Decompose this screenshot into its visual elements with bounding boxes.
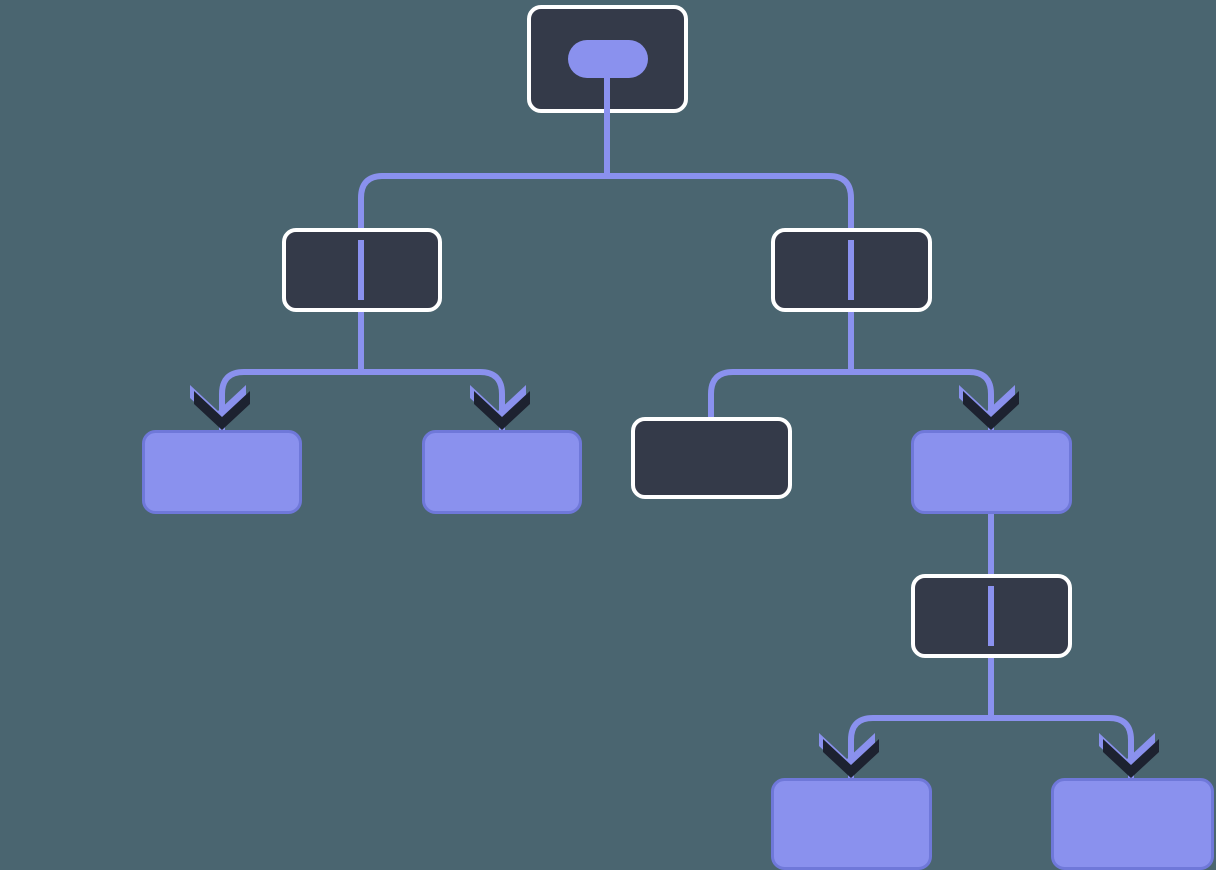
arrowhead-leaf2-body	[474, 391, 530, 430]
branch-node-purple-box[interactable]	[911, 430, 1072, 514]
leaf-node-2-box[interactable]	[422, 430, 582, 514]
edge-sub-to-leaf3[interactable]	[848, 658, 994, 778]
leaf-node-4[interactable]	[1051, 778, 1214, 870]
arrowhead-leaf1-body	[194, 391, 250, 430]
edges-layer	[219, 113, 1134, 778]
arrowhead-leaf4-body	[1103, 739, 1159, 778]
leaf-node-1-box[interactable]	[142, 430, 302, 514]
empty-dark-node[interactable]	[631, 417, 792, 499]
empty-dark-node-box[interactable]	[631, 417, 792, 499]
root-node-stem	[604, 78, 610, 113]
branch-node-right[interactable]	[771, 228, 932, 312]
root-node[interactable]	[527, 5, 688, 113]
sub-branch-node[interactable]	[911, 574, 1072, 658]
leaf-node-3[interactable]	[771, 778, 932, 870]
branch-node-right-inner-line	[848, 240, 854, 300]
arrowheads-layer	[190, 385, 1159, 778]
leaf-node-1[interactable]	[142, 430, 302, 514]
sub-branch-node-inner-line	[988, 586, 994, 646]
edge-left-to-leaf2[interactable]	[358, 312, 505, 430]
branch-node-purple[interactable]	[911, 430, 1072, 514]
branch-node-left[interactable]	[282, 228, 442, 312]
edge-root-to-right[interactable]	[604, 113, 854, 228]
arrowhead-leaf3[interactable]	[819, 733, 879, 778]
edge-left-to-leaf1[interactable]	[219, 312, 364, 430]
edge-root-to-left[interactable]	[358, 113, 610, 228]
arrowhead-purple-branch-body	[963, 391, 1019, 430]
arrowhead-leaf3-body	[823, 739, 879, 778]
leaf-node-2[interactable]	[422, 430, 582, 514]
arrowhead-leaf2[interactable]	[470, 385, 530, 430]
root-node-pill-badge	[568, 40, 648, 78]
edge-right-to-empty[interactable]	[708, 312, 854, 417]
arrowhead-purple-branch[interactable]	[959, 385, 1019, 430]
arrowhead-leaf1[interactable]	[190, 385, 250, 430]
edge-right-to-purple-branch[interactable]	[848, 312, 994, 430]
nodes-layer	[142, 5, 1214, 870]
arrowhead-leaf4[interactable]	[1099, 733, 1159, 778]
branch-node-left-inner-line	[358, 240, 364, 300]
leaf-node-3-box[interactable]	[771, 778, 932, 870]
leaf-node-4-box[interactable]	[1051, 778, 1214, 870]
edge-sub-to-leaf4[interactable]	[988, 658, 1134, 778]
